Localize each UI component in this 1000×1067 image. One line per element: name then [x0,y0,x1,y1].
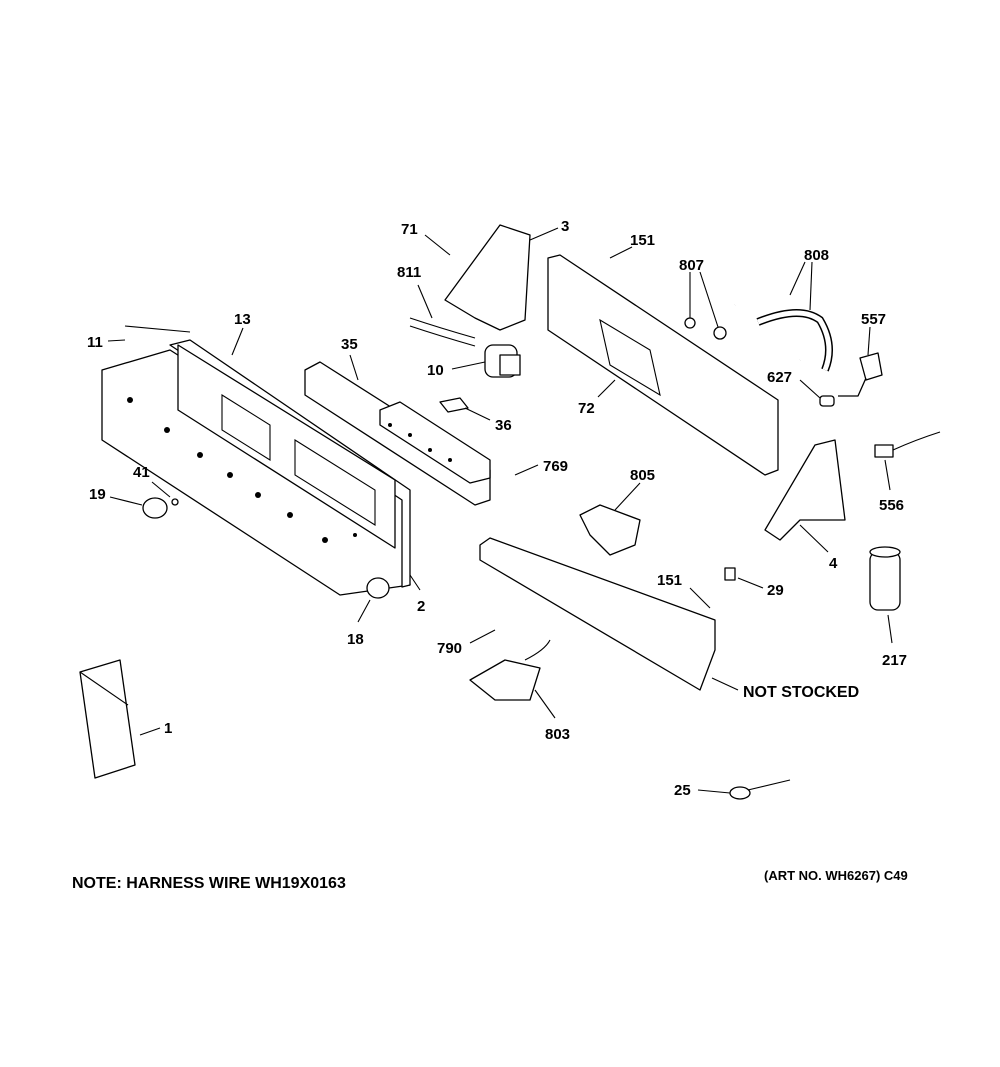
control-panel-part [101,325,411,596]
bracket-4-part [764,439,846,541]
callout-627: 627 [767,369,792,386]
washer-807b-part [713,326,727,340]
button-18-part [366,577,390,599]
valve-805-part [579,504,641,556]
callout-769: 769 [543,458,568,475]
callout-11: 11 [87,334,103,351]
lower-panel-part [479,537,716,691]
part-803 [469,659,541,701]
bracket-3-part [444,224,531,331]
callout-151: 151 [630,232,655,249]
callout-805: 805 [630,467,655,484]
leader-lines [107,227,893,794]
callout-13: 13 [234,311,251,328]
part-557 [838,352,883,397]
callout-1: 1 [164,720,172,737]
callout-18: 18 [347,631,364,648]
callout-35: 35 [341,336,358,353]
callout-808: 808 [804,247,829,264]
washer-807-part [684,317,696,329]
callout-807: 807 [679,257,704,274]
callout-41: 41 [133,464,150,481]
callout-2: 2 [417,598,425,615]
callout-72: 72 [578,400,595,417]
callout-10: 10 [427,362,444,379]
callout-557: 557 [861,311,886,328]
callout-19: 19 [89,486,106,503]
clip-29-part [724,567,736,581]
callout-25: 25 [674,782,691,799]
callout-29: 29 [767,582,784,599]
clip-36-part [439,397,469,413]
callout-556: 556 [879,497,904,514]
callout-71: 71 [401,221,418,238]
manual-1-part [79,659,136,779]
backsplash-72-part [547,254,779,476]
callout-217: 217 [882,652,907,669]
callout-3: 3 [561,218,569,235]
callout-4: 4 [829,555,838,572]
hose-811-part [409,317,476,347]
harness-note: NOTE: HARNESS WIRE WH19X0163 [72,875,346,892]
callout-151b: 151 [657,572,682,589]
callout-811: 811 [397,264,421,281]
callout-36: 36 [495,417,512,434]
part-25 [729,779,791,800]
art-number: (ART NO. WH6267) C49 [764,868,908,883]
part-627 [819,395,835,407]
callout-not-stocked: NOT STOCKED [743,684,859,701]
switch-10-part [484,344,521,378]
callout-790: 790 [437,640,462,657]
knob-19-part [142,497,168,519]
hoses-808-part [733,291,833,372]
capacitor-217-part [869,546,901,611]
part-556 [874,431,941,458]
callout-803: 803 [545,726,570,743]
bracket-35-part [304,361,491,506]
part-41 [171,498,179,506]
